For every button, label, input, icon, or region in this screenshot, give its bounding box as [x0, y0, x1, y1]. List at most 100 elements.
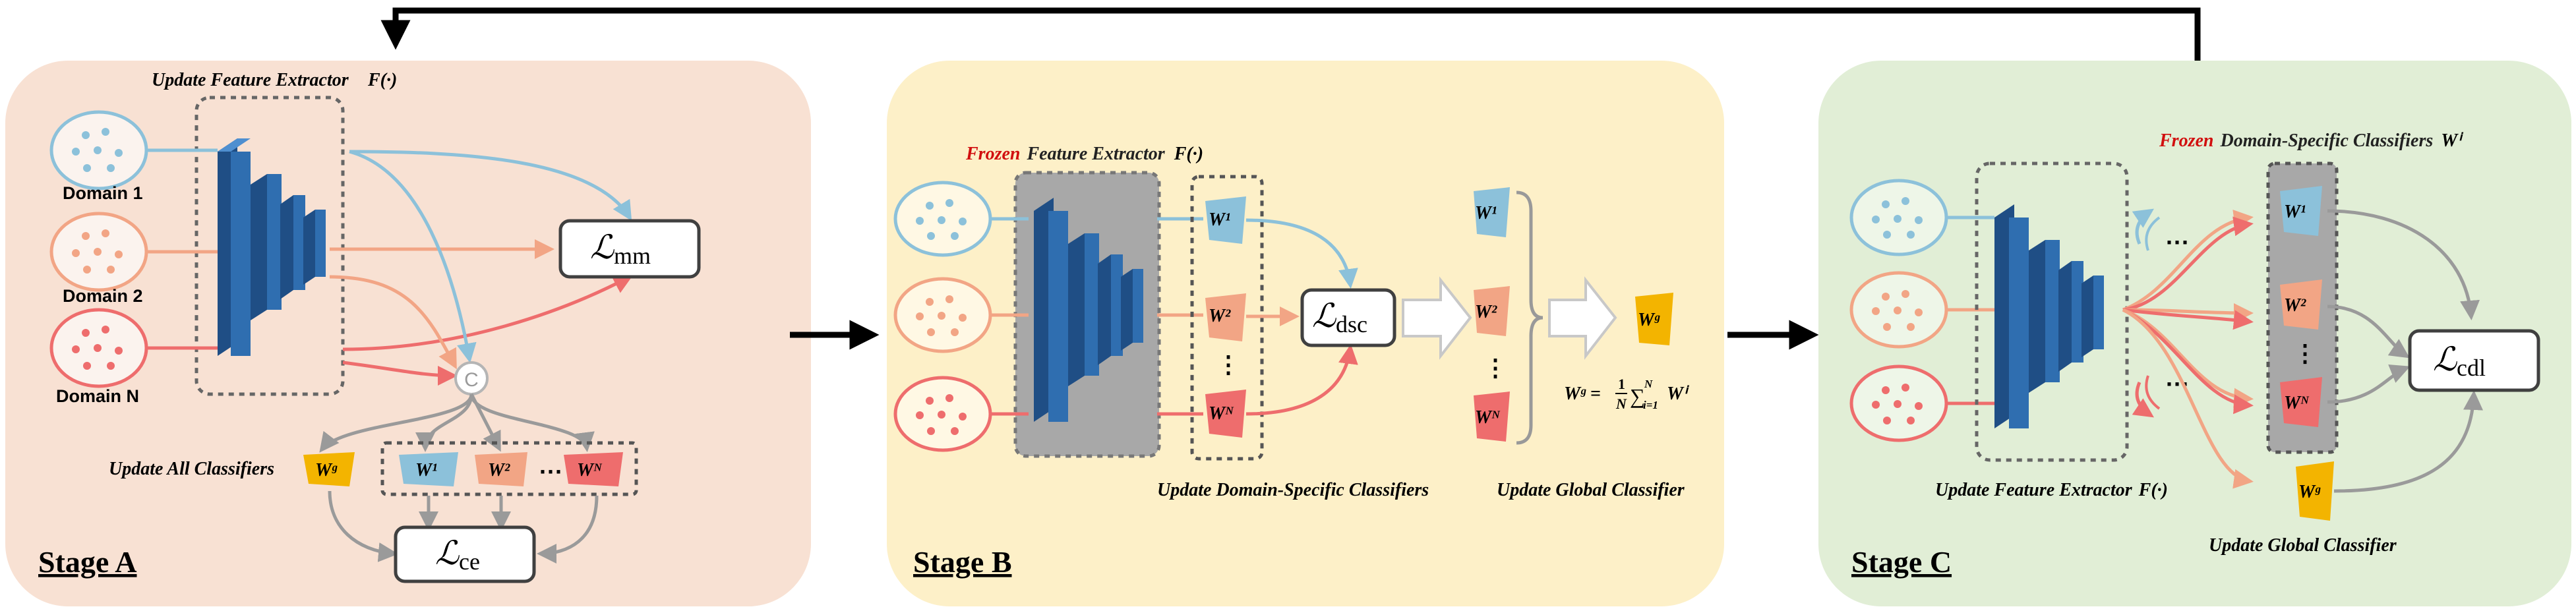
loss-ce-sub: ce	[459, 548, 480, 575]
stage-c-caption-w: Wⁱ	[2441, 131, 2464, 151]
stage-b-copy-classifier-2	[1474, 286, 1510, 336]
stage-a-global-label: Wᵍ	[315, 460, 338, 480]
stage-c-global-classifier	[2296, 461, 2334, 521]
stage-c-caption-rest: Domain-Specific Classifiers	[2219, 131, 2433, 151]
stage-b-copy-classifier-2-label: W²	[1475, 302, 1497, 322]
stage-a-global-classifier	[303, 452, 355, 486]
formula-sum-bottom: i=1	[1643, 399, 1658, 411]
stage-a-flow-c-1	[349, 150, 477, 363]
stage-a-extractor-box	[195, 96, 345, 396]
stage-c-classifier-2-label: W²	[2284, 295, 2306, 316]
stage-a-classifier-group	[380, 441, 638, 496]
loss-mm-sub: mm	[614, 243, 651, 269]
stage-b-classifier-1	[1205, 196, 1246, 244]
loss-dsc-box	[1300, 288, 1396, 347]
stage-a-flow-mm-n	[342, 275, 634, 351]
stage-a-title: Stage A	[38, 545, 137, 579]
stage-c-classifier-2	[2280, 279, 2322, 330]
stage-b-cnn-blocks	[1034, 198, 1143, 422]
concat-label: C	[464, 369, 479, 391]
loss-cdl-sub: cdl	[2457, 355, 2486, 381]
stage-b-caption-rest: Feature Extractor	[1026, 144, 1165, 164]
formula-sum: ∑	[1630, 384, 1645, 408]
stage-a-classifier-1	[399, 452, 458, 486]
stage-c-classifier-n	[2280, 377, 2322, 427]
stage-a-flow-mm-1	[349, 150, 632, 221]
stage-b-copy-classifier-n-label: Wᴺ	[1475, 407, 1501, 428]
stage-c-domain-n	[1849, 364, 1948, 442]
stage-a-ellipsis: ···	[539, 458, 563, 485]
stage-b-brace	[1516, 190, 1543, 445]
stage-a-classifier-2	[475, 452, 527, 486]
stage-c-global-label: Wᵍ	[2298, 482, 2321, 502]
stage-b-title: Stage B	[913, 545, 1012, 579]
stage-c-fx: F(·)	[2138, 480, 2168, 500]
formula-num: 1	[1618, 376, 1625, 392]
formula-sum-top: N	[1644, 378, 1653, 390]
stage-c-domain-2	[1849, 271, 1948, 349]
stage-b-hollow-arrow-1	[1402, 276, 1472, 360]
stage-a-flow-c-2	[329, 275, 457, 370]
stage-a-branch-n	[469, 393, 595, 452]
stage-a-flow-c-n	[342, 361, 458, 386]
stage-b-dsc-caption: Update Domain-Specific Classifiers	[1157, 480, 1429, 500]
stage-b-copy-classifier-1	[1474, 187, 1510, 237]
stage-b-global-caption: Update Global Classifier	[1497, 480, 1685, 500]
stage-a-branch-g	[319, 393, 473, 453]
stage-a-classifier-1-label: W¹	[415, 460, 437, 480]
loss-cdl-box	[2408, 329, 2540, 392]
stage-a-flow-ce-n	[537, 495, 599, 564]
stage-b-domain-1	[893, 181, 992, 257]
formula-den: N	[1615, 395, 1627, 412]
domain-2-ellipse	[49, 212, 148, 292]
domain-n-ellipse	[49, 308, 148, 388]
loss-dsc-sub: dsc	[1336, 311, 1367, 337]
stage-a-fx: F(·)	[367, 70, 397, 90]
domain-1-label: Domain 1	[63, 183, 143, 203]
stage-c-classifier-vdots: ⋮	[2293, 339, 2317, 366]
stage-b-global-classifier	[1635, 293, 1673, 345]
stage-b-domain-n	[893, 376, 992, 452]
stage-a: Update Feature Extractor F(·) Domain 1 D…	[38, 70, 701, 583]
stage-a-classifier-n	[564, 452, 623, 486]
stage-c-fx-caption-text: Update Feature Extractor	[1935, 480, 2133, 500]
domain-n-label: Domain N	[56, 386, 139, 406]
stage-c-panel	[1818, 61, 2571, 606]
stage-b-fx: F(·)	[1174, 144, 1203, 164]
loss-ce-box	[394, 525, 536, 583]
stage-c-extractor-box	[1975, 161, 2129, 462]
stage-c-ellipsis-top: ···	[2166, 229, 2190, 256]
domain-2-label: Domain 2	[63, 286, 143, 306]
stage-c-classifier-1-label: W¹	[2284, 202, 2306, 222]
stage-b-flow-dsc-1	[1245, 218, 1358, 289]
stage-b: Frozen Feature Extractor F(·)	[893, 144, 1690, 579]
stage-b-classifier-2-label: W²	[1209, 306, 1231, 326]
stage-b-copy-classifier-n	[1474, 392, 1510, 442]
stage-c-global-caption: Update Global Classifier	[2209, 535, 2397, 556]
stage-b-hollow-arrow-2	[1548, 276, 1617, 360]
stage-b-global-label: Wᵍ	[1638, 310, 1660, 330]
stage-c-cnn-blocks	[1994, 204, 2104, 428]
loss-mm-box	[558, 219, 701, 279]
feedback-arrow	[380, 7, 2201, 61]
stage-b-formula: Wᵍ = 1 N ∑ N i=1 Wⁱ	[1564, 376, 1690, 412]
stage-b-classifier-n-label: Wᴺ	[1209, 403, 1234, 424]
stage-b-classifier-n	[1205, 390, 1246, 438]
stage-a-classifiers-caption: Update All Classifiers	[109, 459, 274, 479]
stage-c-domain-1	[1849, 179, 1948, 256]
stage-b-copy-vdots: ⋮	[1483, 354, 1507, 381]
stage-b-flow-dsc-n	[1245, 344, 1358, 416]
stage-b-classifier-vdots: ⋮	[1216, 351, 1240, 378]
stage-a-classifier-2-label: W²	[488, 460, 510, 480]
stage-b-classifier-2	[1205, 293, 1246, 341]
stage-c-classifier-1	[2280, 186, 2322, 236]
stage-a-top-caption: Update Feature Extractor	[152, 70, 349, 90]
stage-c-classifier-n-label: Wᴺ	[2284, 393, 2310, 413]
stage-b-frozen-word: Frozen	[965, 144, 1020, 164]
stage-a-flow-ce-g	[328, 490, 398, 562]
stage-a-branch-1	[415, 393, 473, 452]
